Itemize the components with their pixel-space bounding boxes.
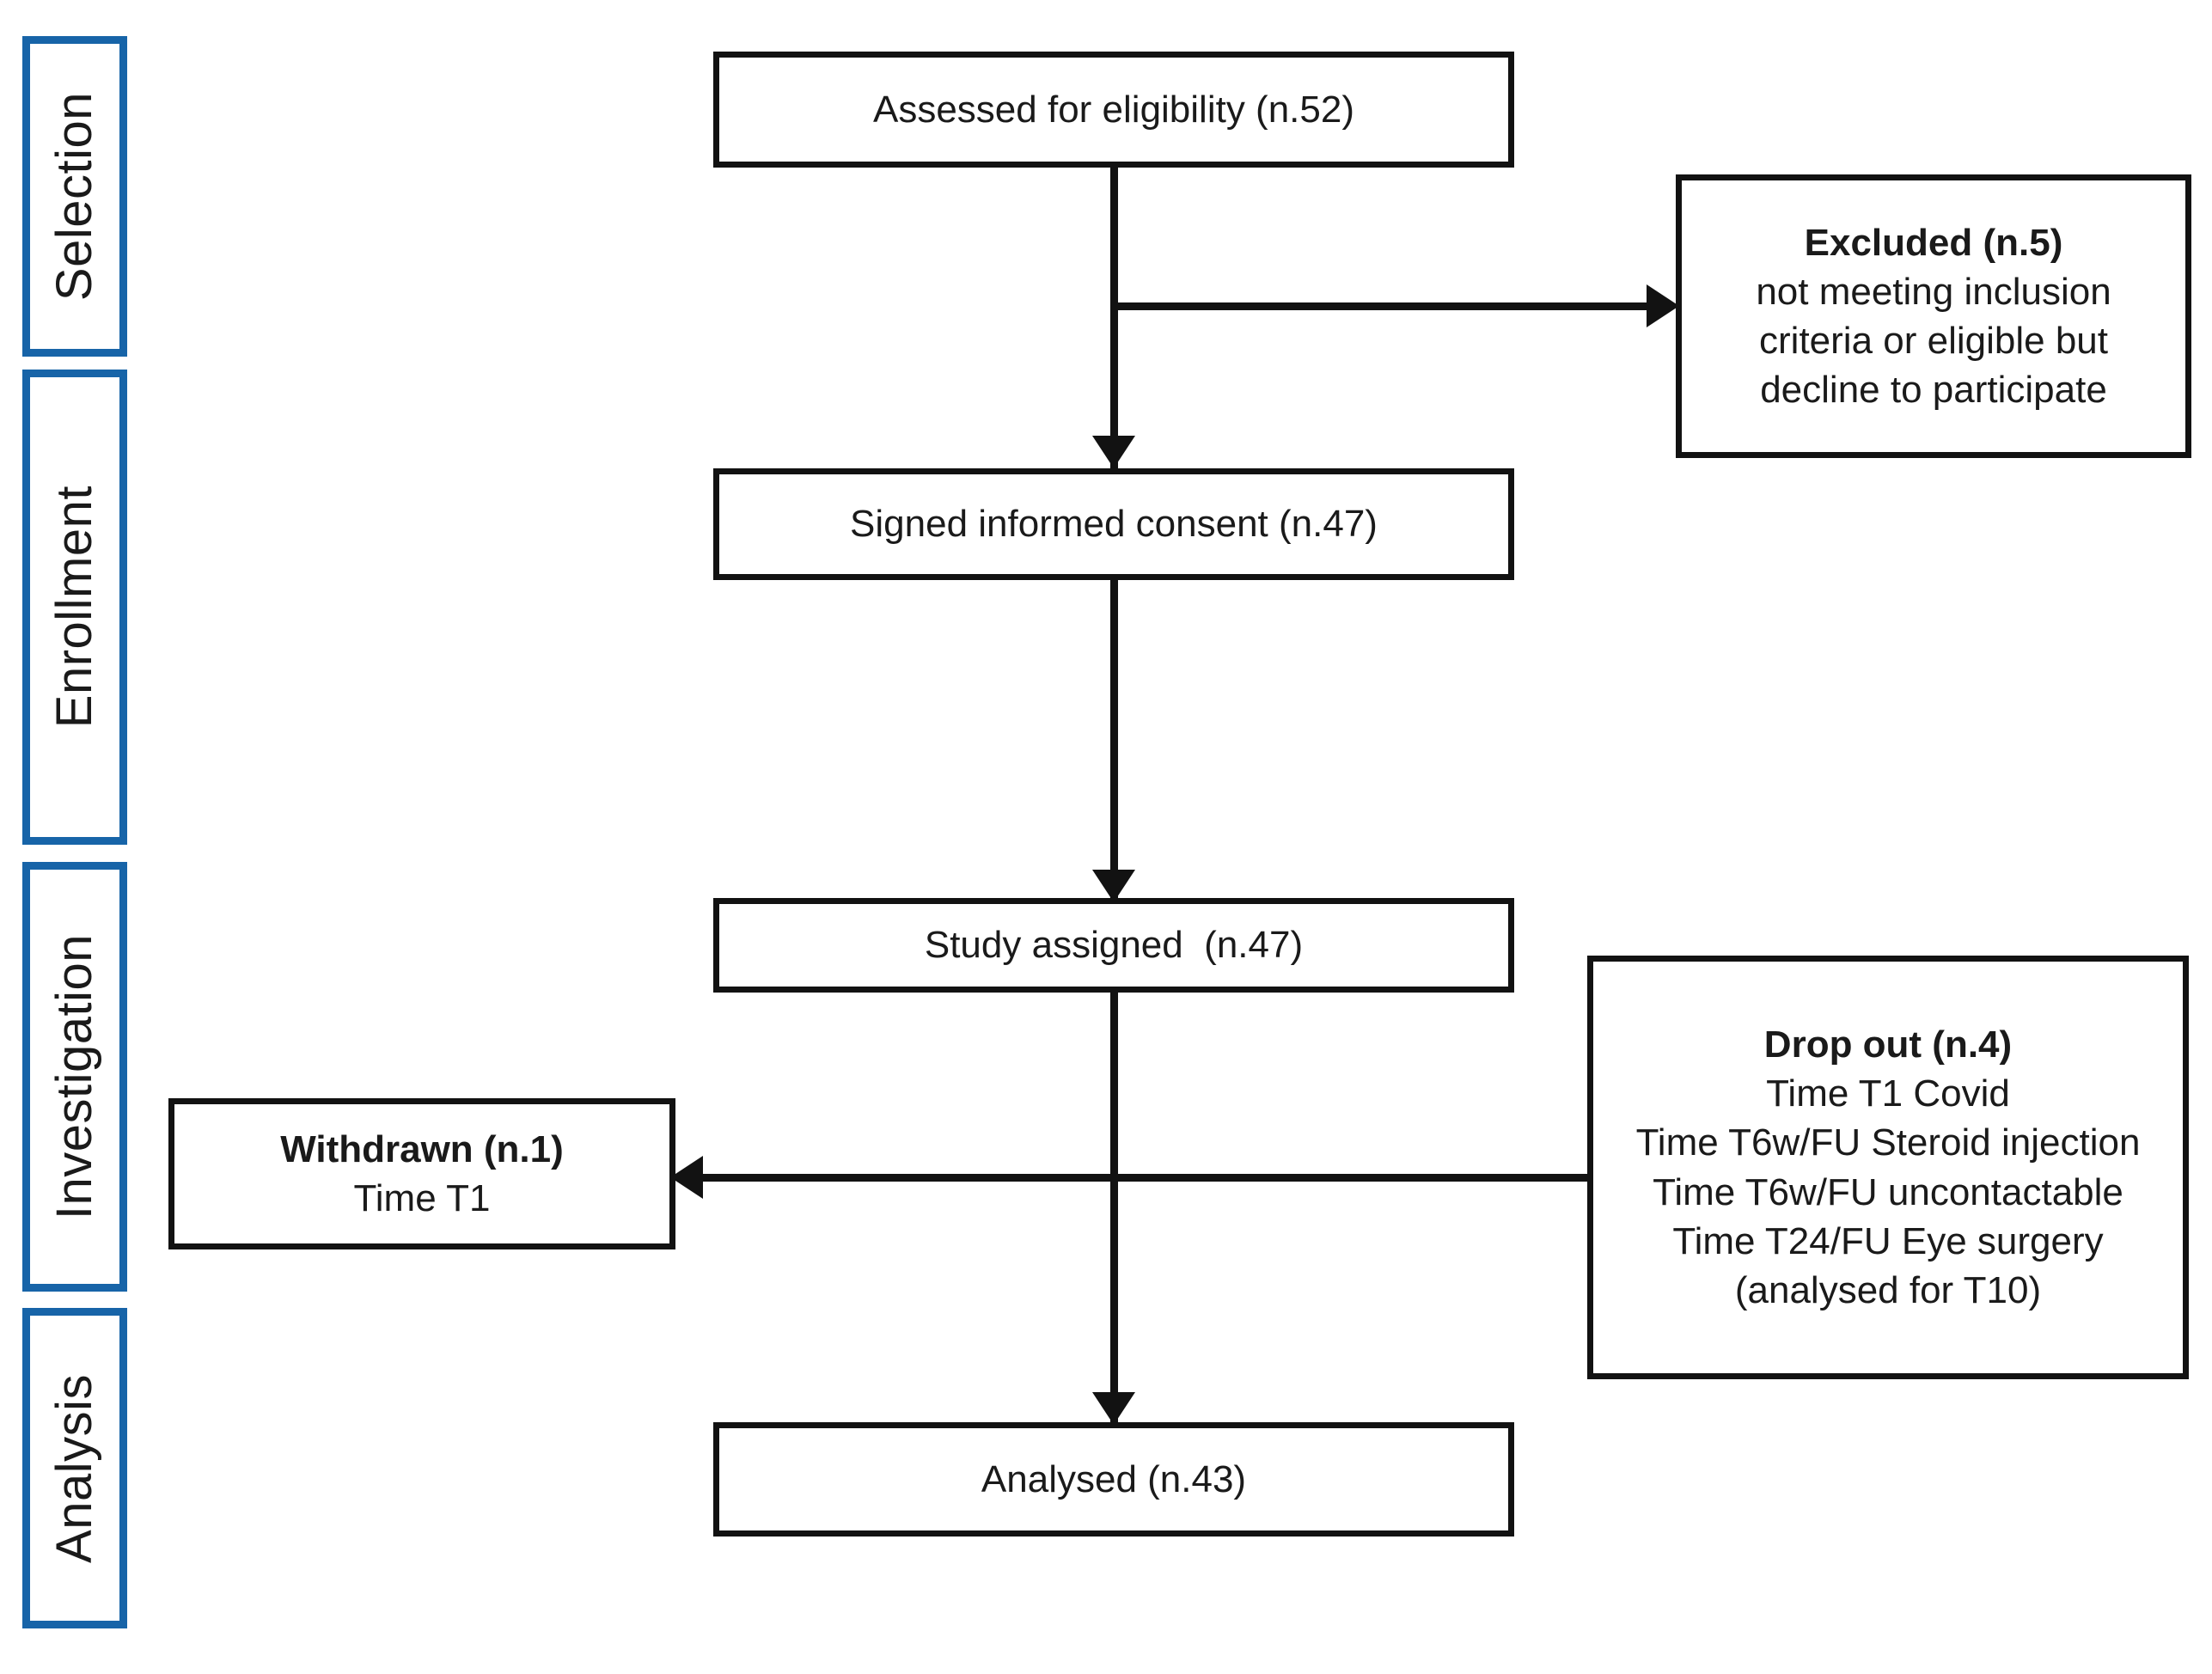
node-signed-informed-consent: Signed informed consent (n.47) [713, 468, 1514, 580]
connector-to-excluded [1110, 302, 1653, 310]
node-excluded-line-3: decline to participate [1760, 369, 2107, 412]
stage-label-selection: Selection [22, 36, 127, 357]
stage-label-analysis: Analysis [22, 1308, 127, 1628]
node-withdrawn-line-1: Time T1 [353, 1177, 491, 1219]
node-excluded-line-2: criteria or eligible but [1759, 320, 2108, 362]
node-analysed-line-0: Analysed (n.43) [981, 1457, 1247, 1500]
stage-label-enrollment-text: Enrollment [46, 486, 102, 729]
node-withdrawn-line-0: Withdrawn (n.1) [280, 1127, 564, 1170]
node-dropout-line-2: Time T6w/FU Steroid injection [1635, 1121, 2141, 1164]
arrowhead-into-withdrawn [670, 1156, 703, 1199]
node-dropout-line-5: (analysed for T10) [1734, 1268, 2042, 1311]
arrowhead-into-analysed [1092, 1392, 1135, 1425]
arrowhead-into-assigned [1092, 870, 1135, 902]
connector-assigned-to-analysed [1110, 991, 1118, 1425]
node-excluded-line-0: Excluded (n.5) [1804, 221, 2063, 264]
arrowhead-into-excluded [1647, 284, 1679, 327]
node-assessed-for-eligibility: Assessed for eligibility (n.52) [713, 52, 1514, 168]
connector-withdrawn-dropout [687, 1174, 1616, 1182]
connector-consent-to-assigned [1110, 580, 1118, 902]
node-dropout-line-3: Time T6w/FU uncontactable [1653, 1170, 2123, 1213]
stage-label-analysis-text: Analysis [46, 1373, 102, 1563]
stage-label-enrollment: Enrollment [22, 370, 127, 845]
node-dropout-line-1: Time T1 Covid [1766, 1072, 2010, 1115]
node-consent-line-0: Signed informed consent (n.47) [850, 503, 1378, 546]
node-study-assigned: Study assigned (n.47) [713, 898, 1514, 993]
node-analysed: Analysed (n.43) [713, 1422, 1514, 1537]
node-assessed-line-0: Assessed for eligibility (n.52) [872, 88, 1354, 131]
node-drop-out: Drop out (n.4) Time T1 Covid Time T6w/FU… [1587, 956, 2189, 1379]
node-dropout-line-4: Time T24/FU Eye surgery [1672, 1219, 2104, 1262]
node-dropout-line-0: Drop out (n.4) [1763, 1023, 2013, 1066]
node-excluded: Excluded (n.5) not meeting inclusion cri… [1676, 174, 2191, 458]
arrowhead-into-consent [1092, 436, 1135, 468]
node-excluded-line-1: not meeting inclusion [1756, 270, 2111, 313]
stage-label-investigation: Investigation [22, 862, 127, 1292]
stage-label-investigation-text: Investigation [46, 933, 102, 1220]
connector-assessed-to-consent [1110, 166, 1118, 468]
node-withdrawn: Withdrawn (n.1) Time T1 [168, 1098, 675, 1249]
node-assigned-line-0: Study assigned (n.47) [924, 924, 1304, 967]
stage-label-selection-text: Selection [46, 91, 102, 302]
